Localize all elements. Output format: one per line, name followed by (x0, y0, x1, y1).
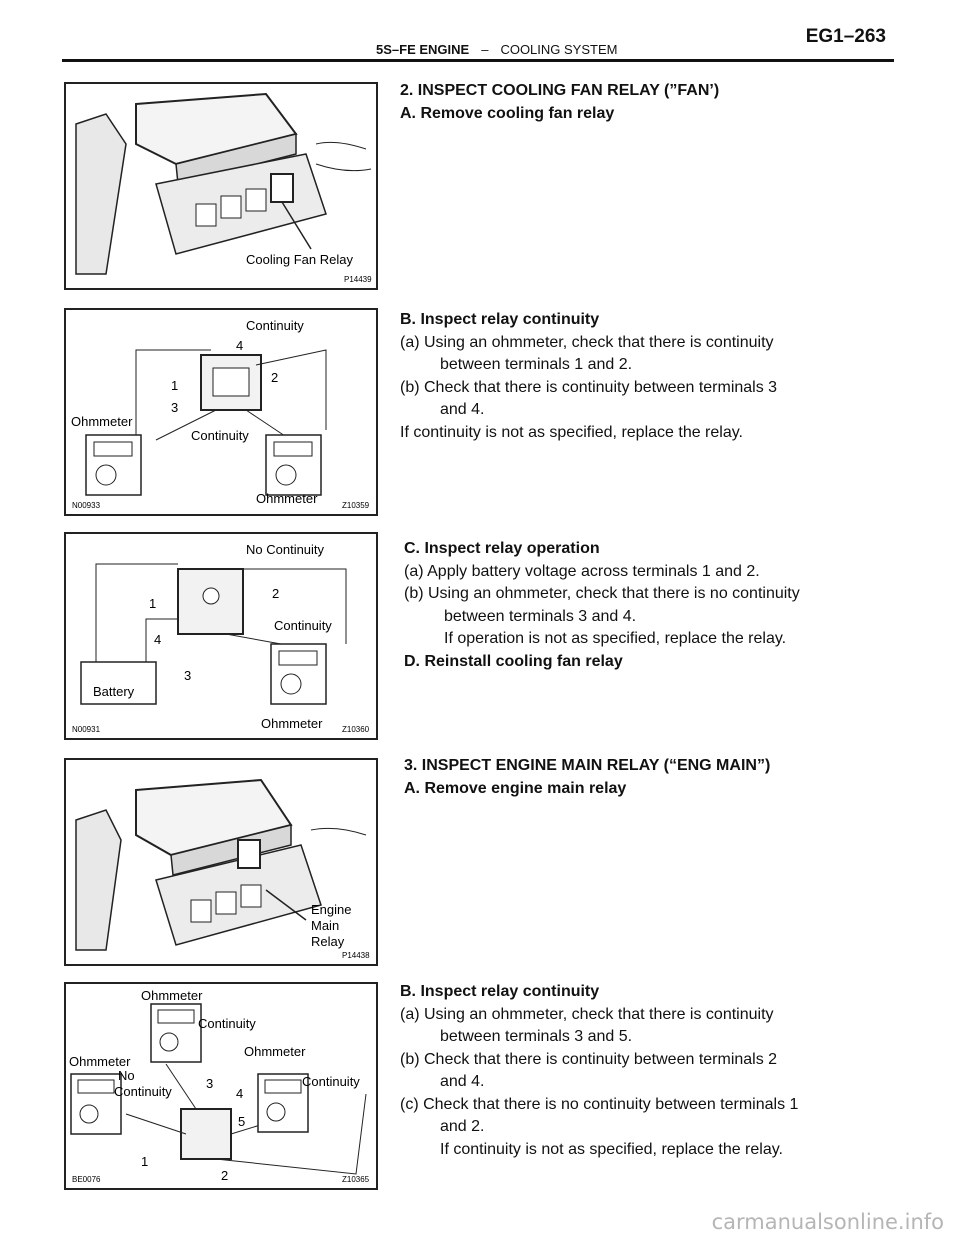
label-main: Main (311, 918, 339, 933)
section-inspect-engine-main-relay: 3. INSPECT ENGINE MAIN RELAY (“ENG MAIN”… (404, 755, 874, 800)
figure-code: Z10359 (342, 501, 370, 510)
step-heading: 2. INSPECT COOLING FAN RELAY (”FAN’) (400, 82, 720, 99)
step-heading: 3. INSPECT ENGINE MAIN RELAY (“ENG MAIN”… (404, 757, 771, 774)
section-inspect-main-relay-continuity: B. Inspect relay continuity (a) Using an… (400, 981, 870, 1161)
figure-code: N00933 (72, 501, 101, 510)
label-ohmmeter-right: Ohmmeter (244, 1044, 306, 1059)
label-continuity-top: Continuity (246, 318, 304, 333)
label-continuity-top: Continuity (198, 1016, 256, 1031)
section-bold: 5S–FE ENGINE (376, 42, 470, 57)
instruction-line: and 4. (440, 401, 485, 418)
page-header: 5S–FE ENGINE–COOLING SYSTEM EG1–263 (62, 22, 894, 62)
instruction-line: (a) Using an ohmmeter, check that there … (400, 333, 774, 351)
step-heading: B. Inspect relay continuity (400, 983, 600, 1000)
figure-relay-continuity: Continuity 4 1 2 3 Ohmmeter Continuity O… (64, 308, 378, 516)
instruction-line: If operation is not as specified, replac… (444, 630, 787, 647)
continuity-diagram: Ohmmeter Continuity Ohmmeter Ohmmeter No… (69, 988, 370, 1184)
instruction-line: between terminals 3 and 5. (440, 1028, 633, 1045)
label-ohmmeter-top: Ohmmeter (141, 988, 203, 1003)
step-heading: B. Inspect relay continuity (400, 311, 600, 328)
label-terminal-4: 4 (154, 632, 161, 647)
step-heading: A. Remove engine main relay (404, 779, 627, 797)
instruction-line: (c) Check that there is no continuity be… (400, 1095, 799, 1113)
instruction-line: (b) Check that there is continuity betwe… (400, 378, 778, 396)
figure-code: Z10360 (342, 725, 370, 734)
section-title: 5S–FE ENGINE–COOLING SYSTEM (376, 42, 617, 57)
label-ohmmeter-left: Ohmmeter (71, 414, 133, 429)
label-continuity-bottom: Continuity (191, 428, 249, 443)
figure-code: N00931 (72, 725, 101, 734)
label-terminal-1: 1 (171, 378, 178, 393)
section-inspect-relay-operation: C. Inspect relay operation (a) Apply bat… (404, 538, 874, 673)
label-relay: Relay (311, 934, 345, 949)
label-terminal-2: 2 (221, 1168, 228, 1183)
label-no-continuity: Continuity (114, 1084, 172, 1099)
section-inspect-cooling-fan-relay: 2. INSPECT COOLING FAN RELAY (”FAN’) A. … (400, 80, 870, 125)
figure-code: Z10365 (342, 1175, 370, 1184)
page-code: EG1–263 (805, 26, 886, 47)
figure-cooling-fan-relay: Cooling Fan Relay P14439 (64, 82, 378, 290)
instruction-line: (a) Apply battery voltage across termina… (404, 562, 760, 580)
figure-relay-operation: No Continuity 1 2 4 3 Continuity Battery… (64, 532, 378, 740)
label-engine: Engine (311, 902, 351, 917)
engine-bay-illustration: Cooling Fan Relay P14439 (75, 92, 372, 284)
instruction-line: If continuity is not as specified, repla… (440, 1140, 783, 1158)
label-battery: Battery (93, 684, 135, 699)
label-terminal-2: 2 (272, 586, 279, 601)
step-heading: C. Inspect relay operation (404, 540, 600, 557)
label-terminal-4: 4 (236, 338, 243, 353)
figure-label: Cooling Fan Relay (246, 252, 353, 267)
instruction-line: (b) Check that there is continuity betwe… (400, 1050, 778, 1068)
engine-bay-illustration: Engine Main Relay P14438 (75, 778, 370, 960)
watermark: carmanualsonline.info (711, 1210, 944, 1234)
label-terminal-3: 3 (184, 668, 191, 683)
step-heading: D. Reinstall cooling fan relay (404, 652, 623, 670)
instruction-line: and 4. (440, 1073, 485, 1090)
figure-main-relay-continuity: Ohmmeter Continuity Ohmmeter Ohmmeter No… (64, 982, 378, 1190)
label-terminal-1: 1 (141, 1154, 148, 1169)
label-ohmmeter: Ohmmeter (261, 716, 323, 731)
label-ohmmeter-left: Ohmmeter (69, 1054, 131, 1069)
instruction-line: If continuity is not as specified, repla… (400, 423, 743, 441)
instruction-line: and 2. (440, 1118, 485, 1135)
section-name: COOLING SYSTEM (500, 42, 618, 57)
label-no-continuity: No Continuity (246, 542, 325, 557)
instruction-line: between terminals 3 and 4. (444, 607, 637, 625)
step-heading: A. Remove cooling fan relay (400, 104, 615, 122)
label-terminal-3: 3 (206, 1076, 213, 1091)
continuity-diagram: Continuity 4 1 2 3 Ohmmeter Continuity O… (71, 318, 370, 510)
figure-code: P14438 (342, 951, 370, 960)
figure-code: BE0076 (72, 1175, 101, 1184)
instruction-line: (b) Using an ohmmeter, check that there … (404, 585, 800, 602)
figure-code: P14439 (344, 275, 372, 284)
instruction-line: between terminals 1 and 2. (440, 356, 633, 373)
label-no: No (118, 1068, 135, 1083)
section-separator: – (481, 42, 489, 57)
header-rule (62, 59, 894, 62)
label-terminal-4: 4 (236, 1086, 243, 1101)
operation-diagram: No Continuity 1 2 4 3 Continuity Battery… (72, 542, 370, 734)
label-ohmmeter-right: Ohmmeter (256, 491, 318, 506)
label-terminal-1: 1 (149, 596, 156, 611)
label-terminal-5: 5 (238, 1114, 245, 1129)
label-terminal-2: 2 (271, 370, 278, 385)
instruction-line: (a) Using an ohmmeter, check that there … (400, 1005, 774, 1023)
figure-engine-main-relay: Engine Main Relay P14438 (64, 758, 378, 966)
label-continuity-right: Continuity (302, 1074, 360, 1089)
section-inspect-relay-continuity: B. Inspect relay continuity (a) Using an… (400, 309, 870, 444)
label-continuity: Continuity (274, 618, 332, 633)
label-terminal-3: 3 (171, 400, 178, 415)
